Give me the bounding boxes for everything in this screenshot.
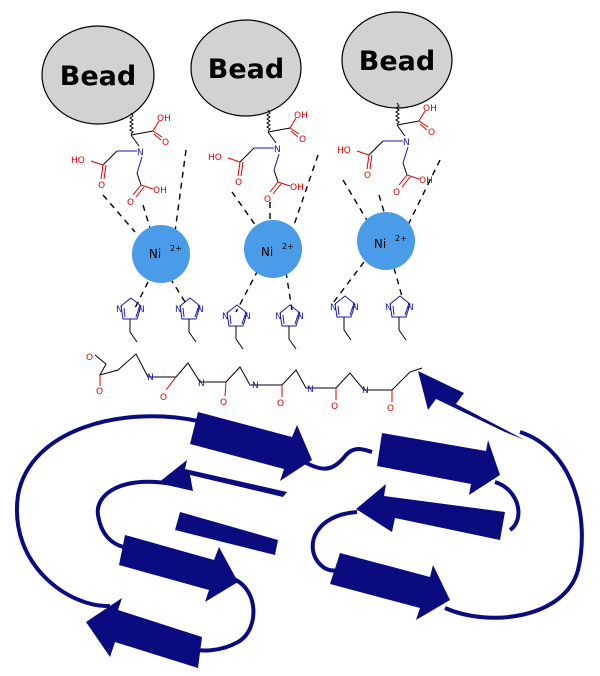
bead-2-shape (190, 19, 302, 117)
bead-2-label: Bead (208, 54, 284, 85)
nta-group-1 (70, 112, 172, 209)
beta-strand-right-mid (356, 484, 505, 540)
ni-ion-2: Ni 2+ (244, 220, 302, 278)
ni-ion-3: Ni 2+ (357, 212, 415, 270)
top-connector-loop (297, 447, 373, 471)
left-lower-loop (187, 575, 256, 653)
bead-3-shape (341, 11, 453, 109)
protein-structure (14, 371, 584, 668)
bead-1-shape (41, 25, 155, 125)
svg-text:O: O (86, 353, 93, 363)
bead-3: Bead (341, 11, 453, 109)
histidine-rings (115, 295, 415, 350)
ni-ion-3-charge: 2+ (395, 234, 407, 243)
bead-1: Bead (41, 25, 155, 125)
svg-text:N: N (198, 379, 205, 389)
peptide-backbone: N N N N N O O O O O O O (86, 353, 423, 414)
svg-text:O: O (160, 393, 167, 403)
bead-1-label: Bead (60, 61, 136, 92)
svg-text:N: N (362, 386, 369, 396)
svg-text:O: O (387, 404, 394, 414)
bead-2: Bead (190, 19, 302, 117)
svg-text:O: O (277, 399, 284, 409)
bead-3-label: Bead (359, 46, 435, 77)
ni-ion-3-shape (357, 212, 415, 270)
right-inner-loop (494, 480, 521, 532)
nta-group-2 (207, 109, 309, 206)
ni-ion-1-charge: 2+ (170, 244, 182, 253)
svg-text:O: O (331, 402, 338, 412)
beta-strand-left-mid (158, 460, 287, 497)
ni-ion-2-shape (244, 220, 302, 278)
left-inner-loop (95, 479, 174, 550)
outer-left-loop (14, 414, 199, 609)
beta-strand-left-bottom (86, 598, 202, 668)
svg-text:N: N (307, 385, 314, 395)
ni-ion-3-label: Ni (374, 237, 386, 251)
svg-text:O: O (96, 387, 103, 397)
beta-strand-right-top (418, 371, 525, 440)
beta-strand-top-right (377, 433, 500, 495)
beta-strand-top-left (190, 412, 312, 481)
svg-text:N: N (252, 381, 259, 391)
nta-group-3 (336, 102, 438, 199)
svg-text:N: N (147, 373, 154, 383)
ni-ion-1-label: Ni (149, 247, 161, 261)
ni-ion-2-charge: 2+ (282, 242, 294, 251)
coordination-bonds (102, 149, 441, 313)
outer-right-loop (444, 430, 584, 620)
beta-strand-right-lower (330, 553, 450, 620)
beta-strand-left-mid2 (175, 512, 278, 555)
ni-ion-1: Ni 2+ (132, 225, 190, 283)
ni-ion-2-label: Ni (261, 245, 273, 259)
beta-strand-left-lower (119, 535, 238, 602)
svg-text:O: O (220, 398, 227, 408)
ni-ion-1-shape (132, 225, 190, 283)
